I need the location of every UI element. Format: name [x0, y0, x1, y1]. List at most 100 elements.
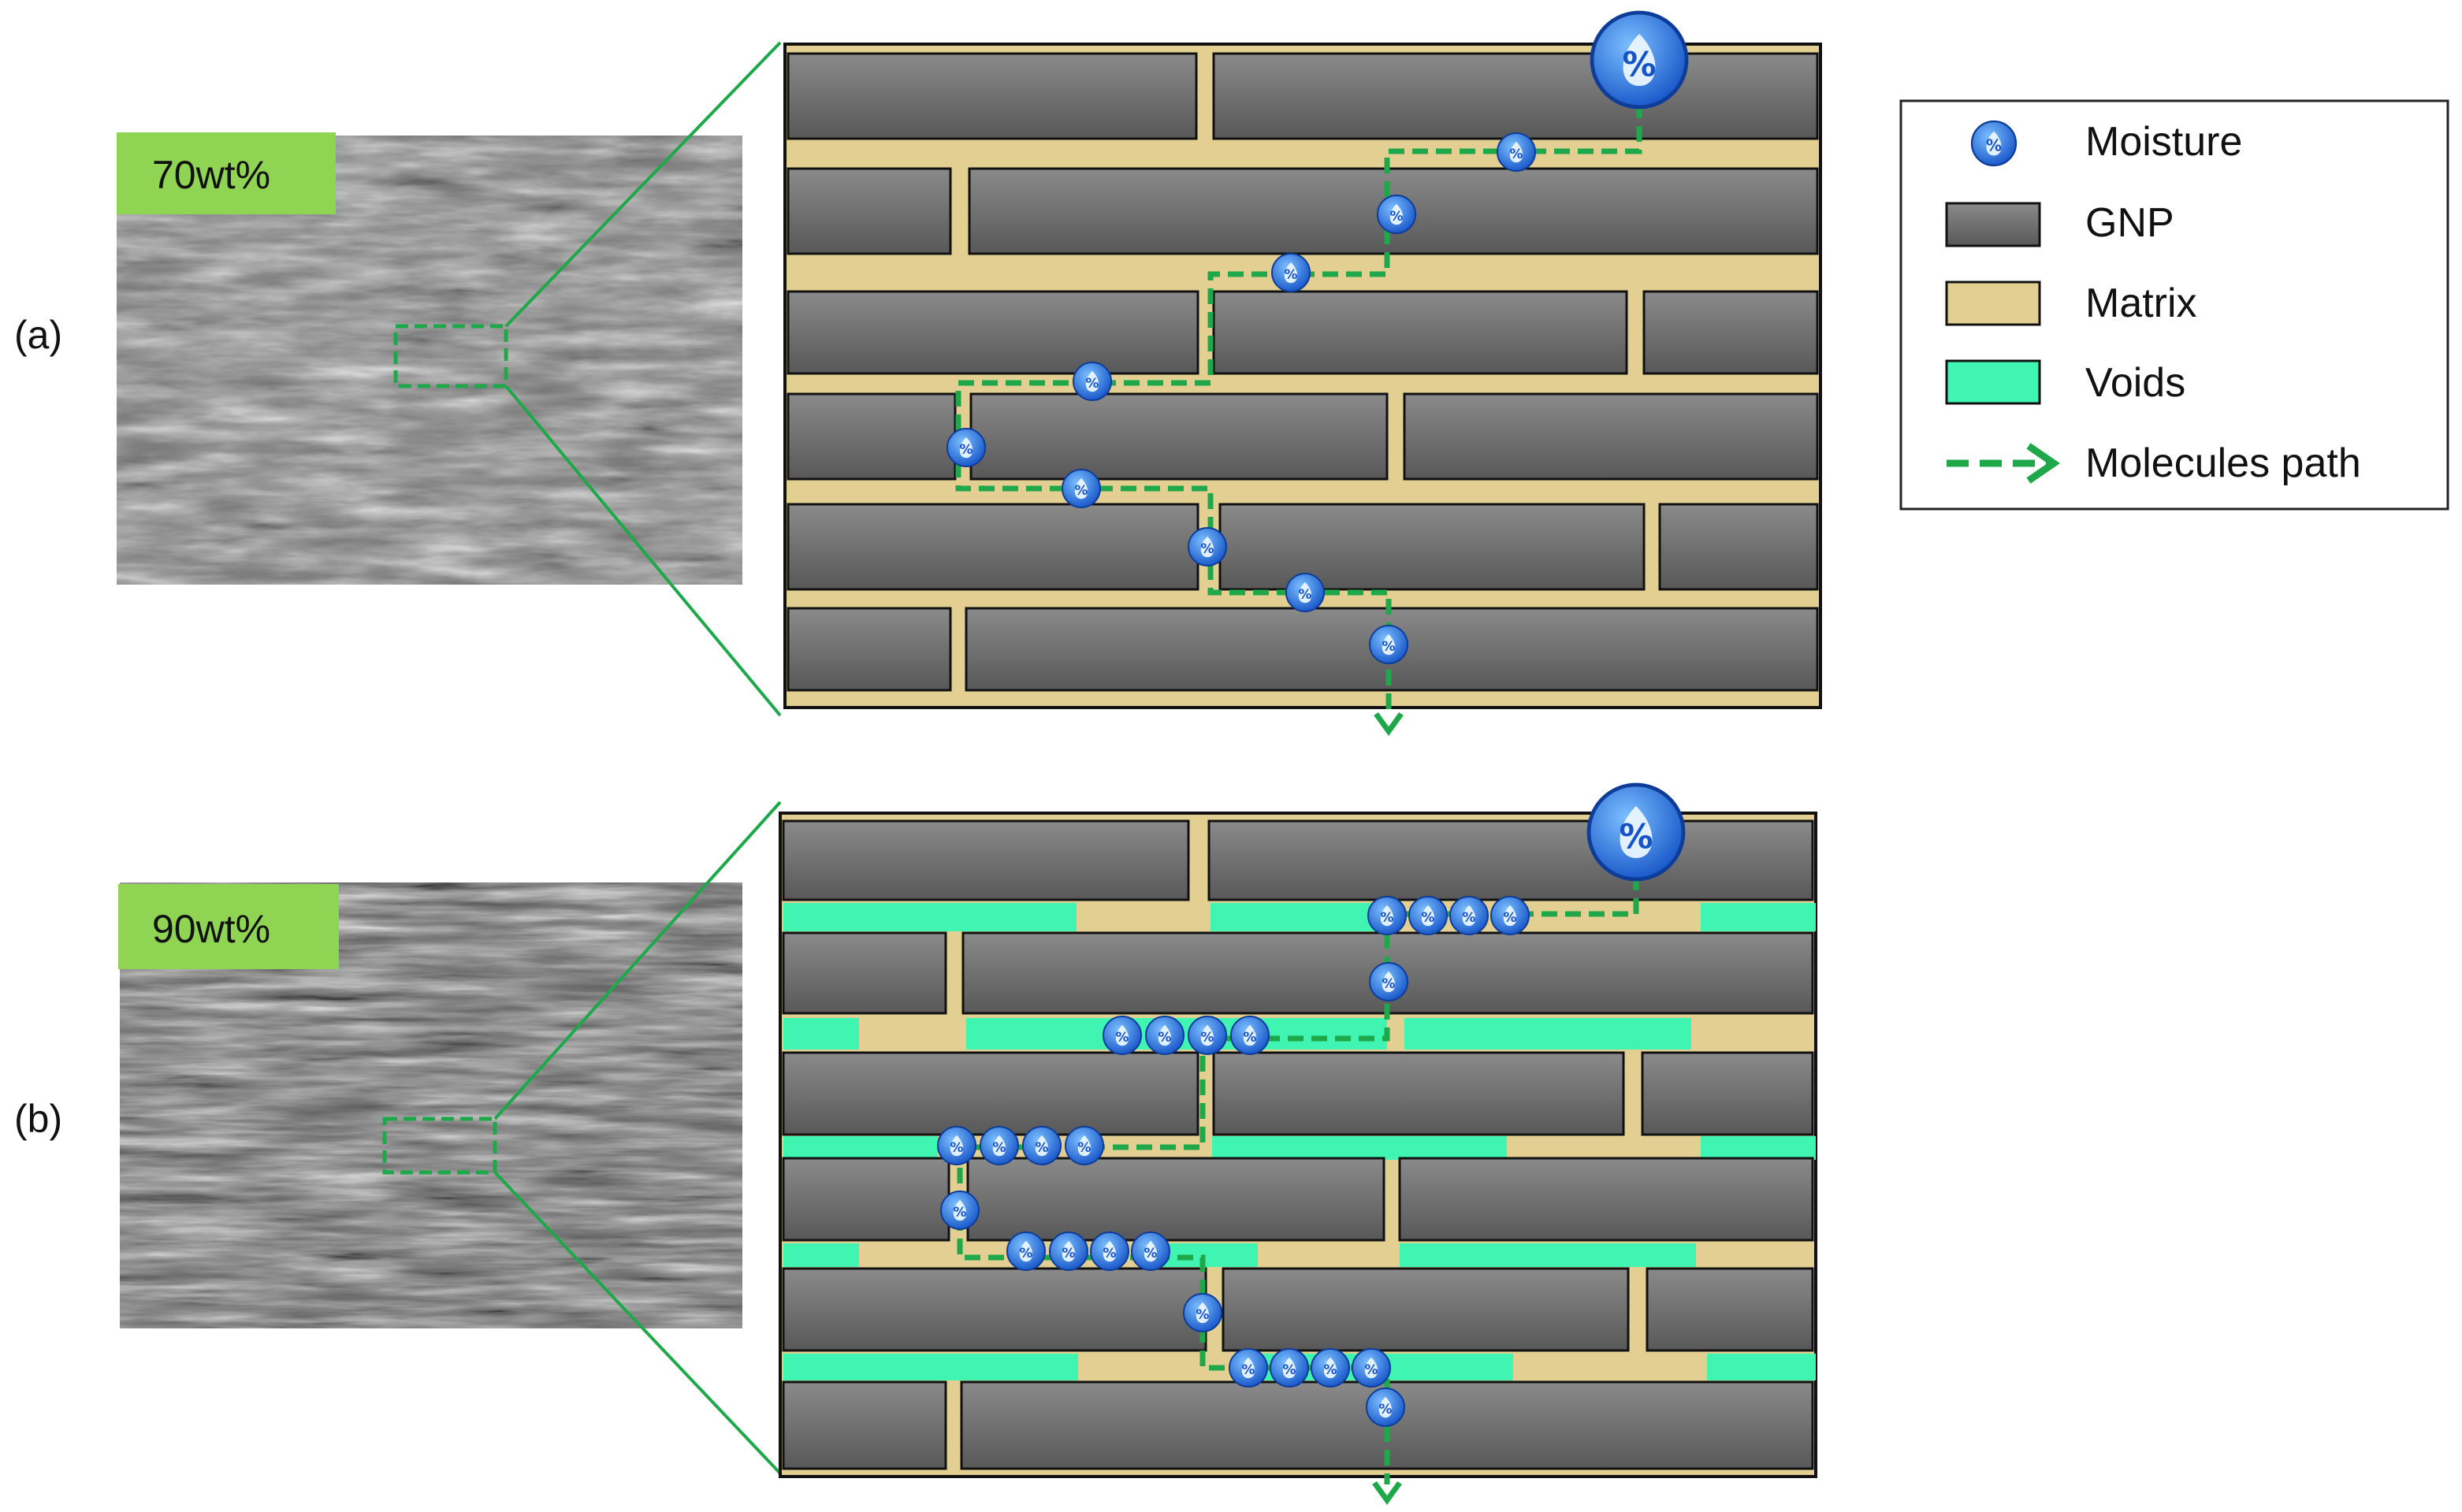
moisture-droplet-icon: % — [946, 428, 986, 467]
moisture-droplet-icon: % — [940, 1191, 980, 1230]
legend-label-voids: Voids — [2085, 360, 2185, 406]
schematic-a: %%%%%%%%%% — [783, 10, 1822, 736]
svg-text:%: % — [1158, 1030, 1171, 1046]
gnp-platelet — [1218, 503, 1646, 591]
svg-text:%: % — [1103, 1246, 1116, 1261]
moisture-droplet-icon: % — [1352, 1348, 1391, 1388]
legend-voids-swatch — [1945, 359, 2041, 405]
svg-text:%: % — [1077, 1140, 1091, 1156]
legend-label-moisture: Moisture — [2085, 119, 2242, 165]
zoom-box-b — [382, 1116, 497, 1175]
void-region — [783, 1136, 938, 1160]
gnp-platelet — [787, 290, 1199, 375]
legend-moisture-icon: % — [1970, 120, 2018, 167]
moisture-droplet-icon: % — [1188, 527, 1227, 567]
moisture-droplet-icon: % — [1230, 1016, 1270, 1055]
moisture-droplet-icon: % — [1408, 896, 1448, 935]
svg-text:%: % — [1380, 910, 1393, 926]
svg-text:%: % — [1144, 1246, 1157, 1261]
svg-text:%: % — [1200, 541, 1214, 557]
void-region — [1212, 1136, 1507, 1160]
badge-a — [117, 132, 336, 214]
moisture-droplet-icon: % — [1490, 896, 1530, 935]
gnp-platelet — [782, 1157, 950, 1242]
moisture-droplet-icon: % — [1285, 573, 1325, 612]
void-region — [1701, 1136, 1816, 1160]
moisture-droplet-icon: % — [1369, 962, 1408, 1001]
moisture-icon: % — [1970, 120, 2018, 167]
void-region — [1400, 1243, 1696, 1267]
gnp-platelet — [1403, 392, 1819, 481]
moisture-droplet-icon: % — [1366, 1388, 1405, 1427]
moisture-droplet-icon: % — [1188, 1016, 1227, 1055]
gnp-platelet — [1222, 1267, 1630, 1352]
svg-text:%: % — [1622, 45, 1656, 84]
moisture-droplet-icon: % — [1229, 1348, 1268, 1388]
svg-text:%: % — [1282, 1362, 1296, 1378]
legend-label-matrix: Matrix — [2085, 280, 2197, 326]
svg-text:%: % — [1243, 1030, 1256, 1046]
gnp-platelet — [1212, 1051, 1625, 1136]
moisture-droplet-icon: % — [1497, 132, 1536, 172]
gnp-platelet — [787, 607, 952, 692]
path-arrowhead — [1374, 711, 1404, 736]
gnp-platelet — [1642, 290, 1819, 375]
svg-text:%: % — [950, 1140, 963, 1156]
svg-text:%: % — [1241, 1362, 1255, 1378]
gnp-platelet — [782, 1051, 1199, 1136]
legend-matrix-swatch — [1945, 280, 2041, 326]
panel-a-label: (a) — [14, 313, 62, 357]
moisture-droplet-icon: % — [1369, 625, 1408, 664]
gnp-platelet — [782, 931, 947, 1015]
gnp-platelet — [966, 1157, 1385, 1242]
moisture-droplet-icon: % — [1270, 1348, 1309, 1388]
svg-text:%: % — [1503, 910, 1516, 926]
void-region — [1211, 903, 1382, 931]
gnp-platelet — [787, 392, 957, 481]
svg-text:%: % — [1986, 136, 2002, 155]
void-region — [1404, 1018, 1691, 1049]
svg-text:%: % — [1115, 1030, 1129, 1046]
legend: % Moisture GNP Matrix Voids Molecules pa… — [1899, 99, 2449, 511]
moisture-droplet-icon: % — [1049, 1232, 1088, 1271]
moisture-droplet-icon: % — [1367, 896, 1407, 935]
void-region — [783, 1243, 859, 1267]
legend-gnp-swatch — [1945, 202, 2041, 247]
svg-text:%: % — [1062, 1246, 1075, 1261]
badge-b — [118, 884, 339, 969]
gnp-platelet — [1641, 1051, 1814, 1136]
moisture-droplet-icon: % — [1271, 253, 1311, 292]
zoom-line-b-top — [493, 801, 782, 1120]
legend-label-gnp: GNP — [2085, 200, 2174, 246]
legend-label-path: Molecules path — [2085, 440, 2361, 486]
gnp-platelet — [787, 503, 1199, 591]
moisture-droplet-icon: % — [1377, 195, 1416, 234]
schematic-b: %%%%%%%%%%%%%%%%%%%%%%%%% — [779, 782, 1817, 1505]
moisture-droplet-icon: % — [1131, 1232, 1170, 1271]
svg-text:%: % — [953, 1205, 966, 1220]
svg-text:%: % — [1378, 1402, 1392, 1417]
gnp-platelet — [969, 392, 1389, 481]
gnp-platelet — [1212, 290, 1628, 375]
svg-text:%: % — [1085, 376, 1099, 392]
badge-a-text: 70wt% — [152, 153, 270, 197]
void-region — [1701, 903, 1816, 931]
svg-text:%: % — [1509, 147, 1523, 162]
moisture-source-icon: % — [1590, 10, 1689, 110]
svg-text:%: % — [1382, 639, 1395, 655]
void-region — [1707, 1354, 1816, 1380]
zoom-line-a-bottom — [504, 385, 782, 717]
svg-text:%: % — [1421, 910, 1434, 926]
svg-text:%: % — [1323, 1362, 1337, 1378]
gnp-platelet — [782, 819, 1190, 901]
svg-text:%: % — [1035, 1140, 1048, 1156]
moisture-droplet-icon: % — [1065, 1126, 1104, 1165]
gnp-platelet — [1212, 52, 1819, 140]
gnp-platelet — [782, 1267, 1207, 1352]
svg-text:%: % — [1196, 1307, 1209, 1323]
gnp-platelet — [1398, 1157, 1814, 1242]
zoom-box-a — [393, 324, 508, 388]
badge-b-text: 90wt% — [152, 907, 270, 951]
gnp-platelet — [782, 1380, 947, 1470]
